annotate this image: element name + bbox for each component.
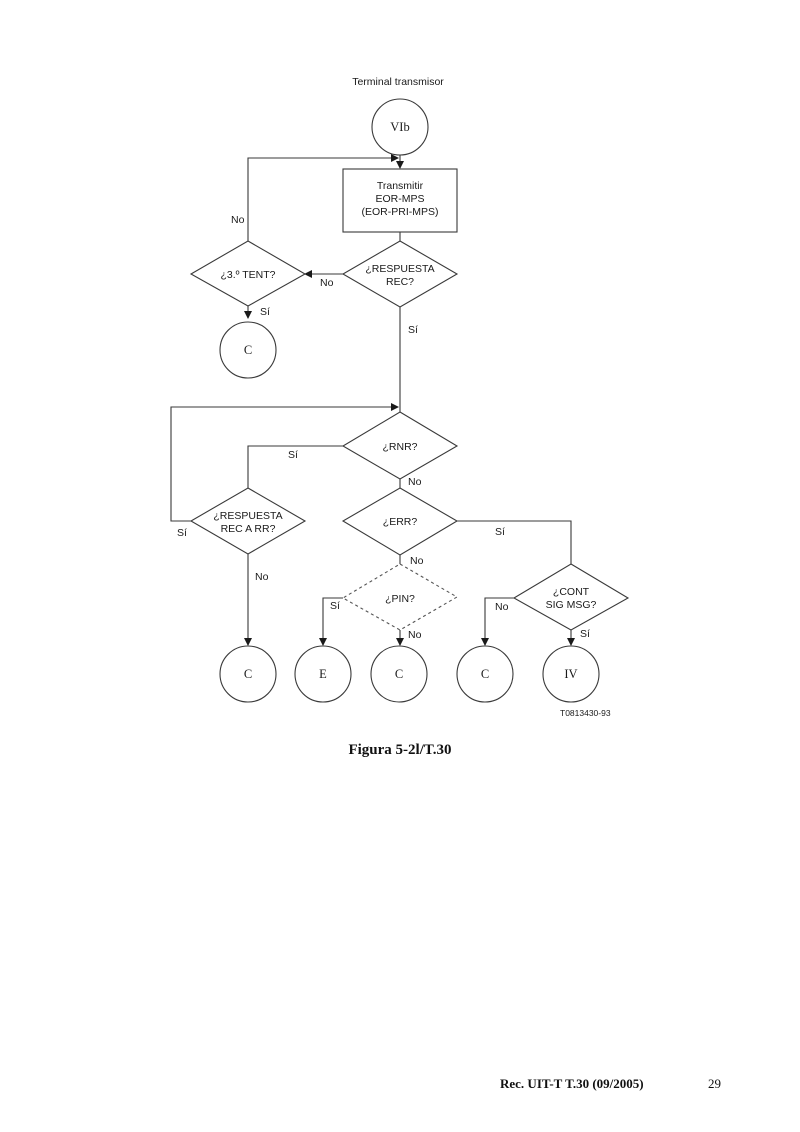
line-err-si	[457, 520, 572, 564]
label-si-resp: Sí	[408, 324, 418, 336]
node-c-4: C	[456, 645, 514, 703]
node-start: VIb	[371, 98, 429, 156]
svg-text:¿RNR?: ¿RNR?	[382, 441, 417, 453]
connectors	[170, 154, 575, 646]
svg-text:SIG MSG?: SIG MSG?	[546, 599, 597, 611]
footer-reference: Rec. UIT-T T.30 (09/2005)	[500, 1076, 644, 1091]
arrow-rr-si-loop	[170, 403, 399, 522]
label-si-pin: Sí	[330, 600, 340, 612]
svg-text:¿RESPUESTA: ¿RESPUESTA	[365, 263, 434, 275]
line-rnr-si	[247, 445, 343, 488]
label-si-rnr: Sí	[288, 449, 298, 461]
node-tercer-intento: ¿3.º TENT?	[189, 240, 307, 307]
svg-text:REC?: REC?	[386, 276, 414, 288]
svg-text:C: C	[481, 667, 489, 681]
node-rnr: ¿RNR?	[341, 411, 459, 480]
svg-text:EOR-MPS: EOR-MPS	[375, 193, 424, 205]
label-si-rr: Sí	[177, 527, 187, 539]
arrow-tent-no-loop	[247, 154, 399, 241]
figure-caption: Figura 5-2l/T.30	[348, 742, 452, 758]
svg-text:¿ERR?: ¿ERR?	[383, 516, 418, 528]
node-err: ¿ERR?	[341, 487, 459, 556]
label-si-cont: Sí	[580, 628, 590, 640]
svg-text:REC A RR?: REC A RR?	[221, 523, 276, 535]
node-cont-sig-msg: ¿CONT SIG MSG?	[512, 563, 630, 631]
svg-text:VIb: VIb	[390, 120, 409, 134]
page-number: 29	[708, 1076, 721, 1091]
svg-text:(EOR-PRI-MPS): (EOR-PRI-MPS)	[362, 206, 439, 218]
label-no-resp: No	[320, 277, 334, 289]
label-no-err: No	[410, 555, 424, 567]
label-no-pin: No	[408, 629, 422, 641]
node-iv: IV	[542, 645, 600, 703]
svg-text:¿CONT: ¿CONT	[553, 586, 590, 598]
figure-code: T0813430-93	[560, 708, 611, 718]
svg-text:C: C	[395, 667, 403, 681]
node-c-2: C	[219, 645, 277, 703]
node-pin: ¿PIN?	[341, 563, 459, 631]
svg-text:C: C	[244, 343, 252, 357]
node-c-3: C	[370, 645, 428, 703]
label-no-rnr: No	[408, 476, 422, 488]
label-no-rr: No	[255, 571, 269, 583]
svg-text:IV: IV	[564, 667, 577, 681]
arrow-pin-si	[319, 597, 343, 646]
branch-labels: No No Sí Sí Sí No Sí No Sí No Sí No No S…	[177, 214, 590, 641]
node-respuesta-rec-rr: ¿RESPUESTA REC A RR?	[189, 487, 307, 555]
node-c-1: C	[219, 321, 277, 379]
svg-text:¿3.º TENT?: ¿3.º TENT?	[221, 269, 276, 281]
svg-text:E: E	[319, 667, 327, 681]
node-transmit: Transmitir EOR-MPS (EOR-PRI-MPS)	[342, 168, 458, 233]
label-no-loop: No	[231, 214, 245, 226]
svg-text:C: C	[244, 667, 252, 681]
diagram-title: Terminal transmisor	[352, 76, 444, 88]
arrow-cont-no	[481, 597, 514, 646]
label-no-cont: No	[495, 601, 509, 613]
node-e: E	[294, 645, 352, 703]
svg-text:Transmitir: Transmitir	[377, 180, 424, 192]
svg-text:¿PIN?: ¿PIN?	[385, 593, 415, 605]
node-respuesta-rec: ¿RESPUESTA REC?	[341, 240, 459, 308]
label-si-tent: Sí	[260, 306, 270, 318]
svg-text:¿RESPUESTA: ¿RESPUESTA	[213, 510, 282, 522]
label-si-err: Sí	[495, 526, 505, 538]
